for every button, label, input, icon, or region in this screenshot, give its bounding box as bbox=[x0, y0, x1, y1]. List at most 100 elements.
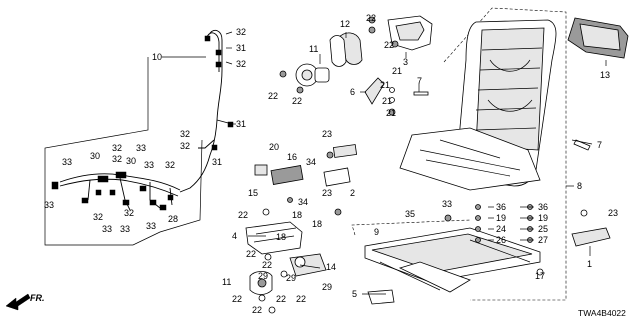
direction-label: FR. bbox=[30, 293, 45, 303]
lumbar-bracket bbox=[368, 15, 433, 51]
mount-bracket-4 bbox=[245, 221, 303, 255]
part-label: 22 bbox=[366, 13, 376, 23]
part-label: 7 bbox=[597, 140, 602, 150]
part-label: 22 bbox=[238, 210, 248, 220]
part-label: 22 bbox=[268, 91, 278, 101]
part-label: 18 bbox=[276, 232, 286, 242]
part-label: 16 bbox=[287, 152, 297, 162]
clip-part bbox=[413, 91, 591, 151]
front-direction-arrow-icon: FR. bbox=[5, 293, 45, 311]
part-label: 35 bbox=[405, 209, 415, 219]
part-label: 3 bbox=[403, 57, 408, 67]
part-label: 25 bbox=[538, 224, 548, 234]
back-panel bbox=[567, 17, 629, 59]
part-label: 7 bbox=[417, 76, 422, 86]
part-label: 23 bbox=[322, 129, 332, 139]
leader-lines bbox=[162, 31, 607, 295]
part-label: 22 bbox=[292, 96, 302, 106]
part-label: 12 bbox=[340, 19, 350, 29]
part-label: 19 bbox=[496, 213, 506, 223]
part-label: 33 bbox=[62, 157, 72, 167]
part-label: 36 bbox=[496, 202, 506, 212]
part-label: 21 bbox=[382, 96, 392, 106]
part-label: 17 bbox=[535, 271, 545, 281]
fastener-bolts bbox=[258, 16, 588, 314]
part-label: 33 bbox=[144, 160, 154, 170]
seat-slide-rails bbox=[351, 219, 541, 293]
part-label: 11 bbox=[222, 277, 231, 287]
part-label: 18 bbox=[292, 210, 302, 220]
part-label: 31 bbox=[212, 157, 222, 167]
part-label: 30 bbox=[126, 156, 136, 166]
part-label: 32 bbox=[236, 59, 246, 69]
part-label: 33 bbox=[442, 199, 452, 209]
part-label: 5 bbox=[352, 289, 357, 299]
part-label: 36 bbox=[538, 202, 548, 212]
part-label: 8 bbox=[577, 181, 582, 191]
part-label: 22 bbox=[252, 305, 262, 315]
part-label: 30 bbox=[90, 151, 100, 161]
cover-part-1 bbox=[571, 227, 611, 247]
part-label: 32 bbox=[180, 129, 190, 139]
part-label: 32 bbox=[236, 27, 246, 37]
part-labels: 10 32 31 32 31 32 32 31 32 33 30 32 30 3… bbox=[44, 13, 626, 318]
part-label: 21 bbox=[392, 66, 402, 76]
part-label: 32 bbox=[180, 141, 190, 151]
part-label: 15 bbox=[248, 188, 258, 198]
part-label: 33 bbox=[102, 224, 112, 234]
part-label: 1 bbox=[587, 259, 592, 269]
part-label: 22 bbox=[232, 294, 242, 304]
part-label: 29 bbox=[322, 282, 332, 292]
part-label: 33 bbox=[136, 143, 146, 153]
part-label: 18 bbox=[312, 219, 322, 229]
part-label: 19 bbox=[538, 213, 548, 223]
part-label: 33 bbox=[44, 200, 54, 210]
part-label: 28 bbox=[168, 214, 178, 224]
part-label: 31 bbox=[236, 119, 246, 129]
part-label: 27 bbox=[538, 235, 548, 245]
part-label: 22 bbox=[384, 40, 394, 50]
part-label: 33 bbox=[146, 221, 156, 231]
part-label: 26 bbox=[496, 235, 506, 245]
lever-knob bbox=[364, 77, 395, 105]
part-label: 32 bbox=[124, 208, 134, 218]
part-label: 13 bbox=[600, 70, 610, 80]
part-label: 22 bbox=[296, 294, 306, 304]
part-label: 6 bbox=[350, 87, 355, 97]
wire-harness bbox=[51, 29, 234, 211]
part-label: 22 bbox=[276, 294, 286, 304]
part-label: 14 bbox=[326, 262, 336, 272]
part-label: 21 bbox=[386, 108, 396, 118]
motor-assembly bbox=[279, 63, 330, 94]
part-label: 33 bbox=[120, 224, 130, 234]
part-label: 20 bbox=[269, 142, 279, 152]
part-label: 34 bbox=[306, 157, 316, 167]
part-label: 32 bbox=[165, 160, 175, 170]
diagram-code: TWA4B4022 bbox=[578, 308, 626, 318]
part-label: 32 bbox=[93, 212, 103, 222]
part-label: 4 bbox=[232, 231, 237, 241]
part-label: 10 bbox=[152, 52, 162, 62]
part-label: 11 bbox=[309, 44, 318, 54]
part-label: 21 bbox=[380, 80, 390, 90]
seat-back-frame bbox=[399, 19, 557, 191]
part-label: 22 bbox=[246, 249, 256, 259]
part-label: 22 bbox=[262, 260, 272, 270]
part-label: 29 bbox=[258, 271, 268, 281]
part-label: 23 bbox=[322, 188, 332, 198]
seat-frame-outline bbox=[443, 7, 574, 301]
part-label: 32 bbox=[112, 143, 122, 153]
part-label: 2 bbox=[350, 188, 355, 198]
part-label: 32 bbox=[112, 154, 122, 164]
motor-14 bbox=[289, 253, 327, 277]
motor-11-lower bbox=[249, 271, 273, 295]
part-label: 29 bbox=[286, 273, 296, 283]
harness-group-outline bbox=[44, 57, 203, 246]
part-label: 23 bbox=[608, 208, 618, 218]
bracket-5 bbox=[367, 289, 395, 305]
part-label: 34 bbox=[298, 197, 308, 207]
part-label: 24 bbox=[496, 224, 506, 234]
part-label: 9 bbox=[374, 227, 379, 237]
switch-parts bbox=[254, 144, 358, 187]
